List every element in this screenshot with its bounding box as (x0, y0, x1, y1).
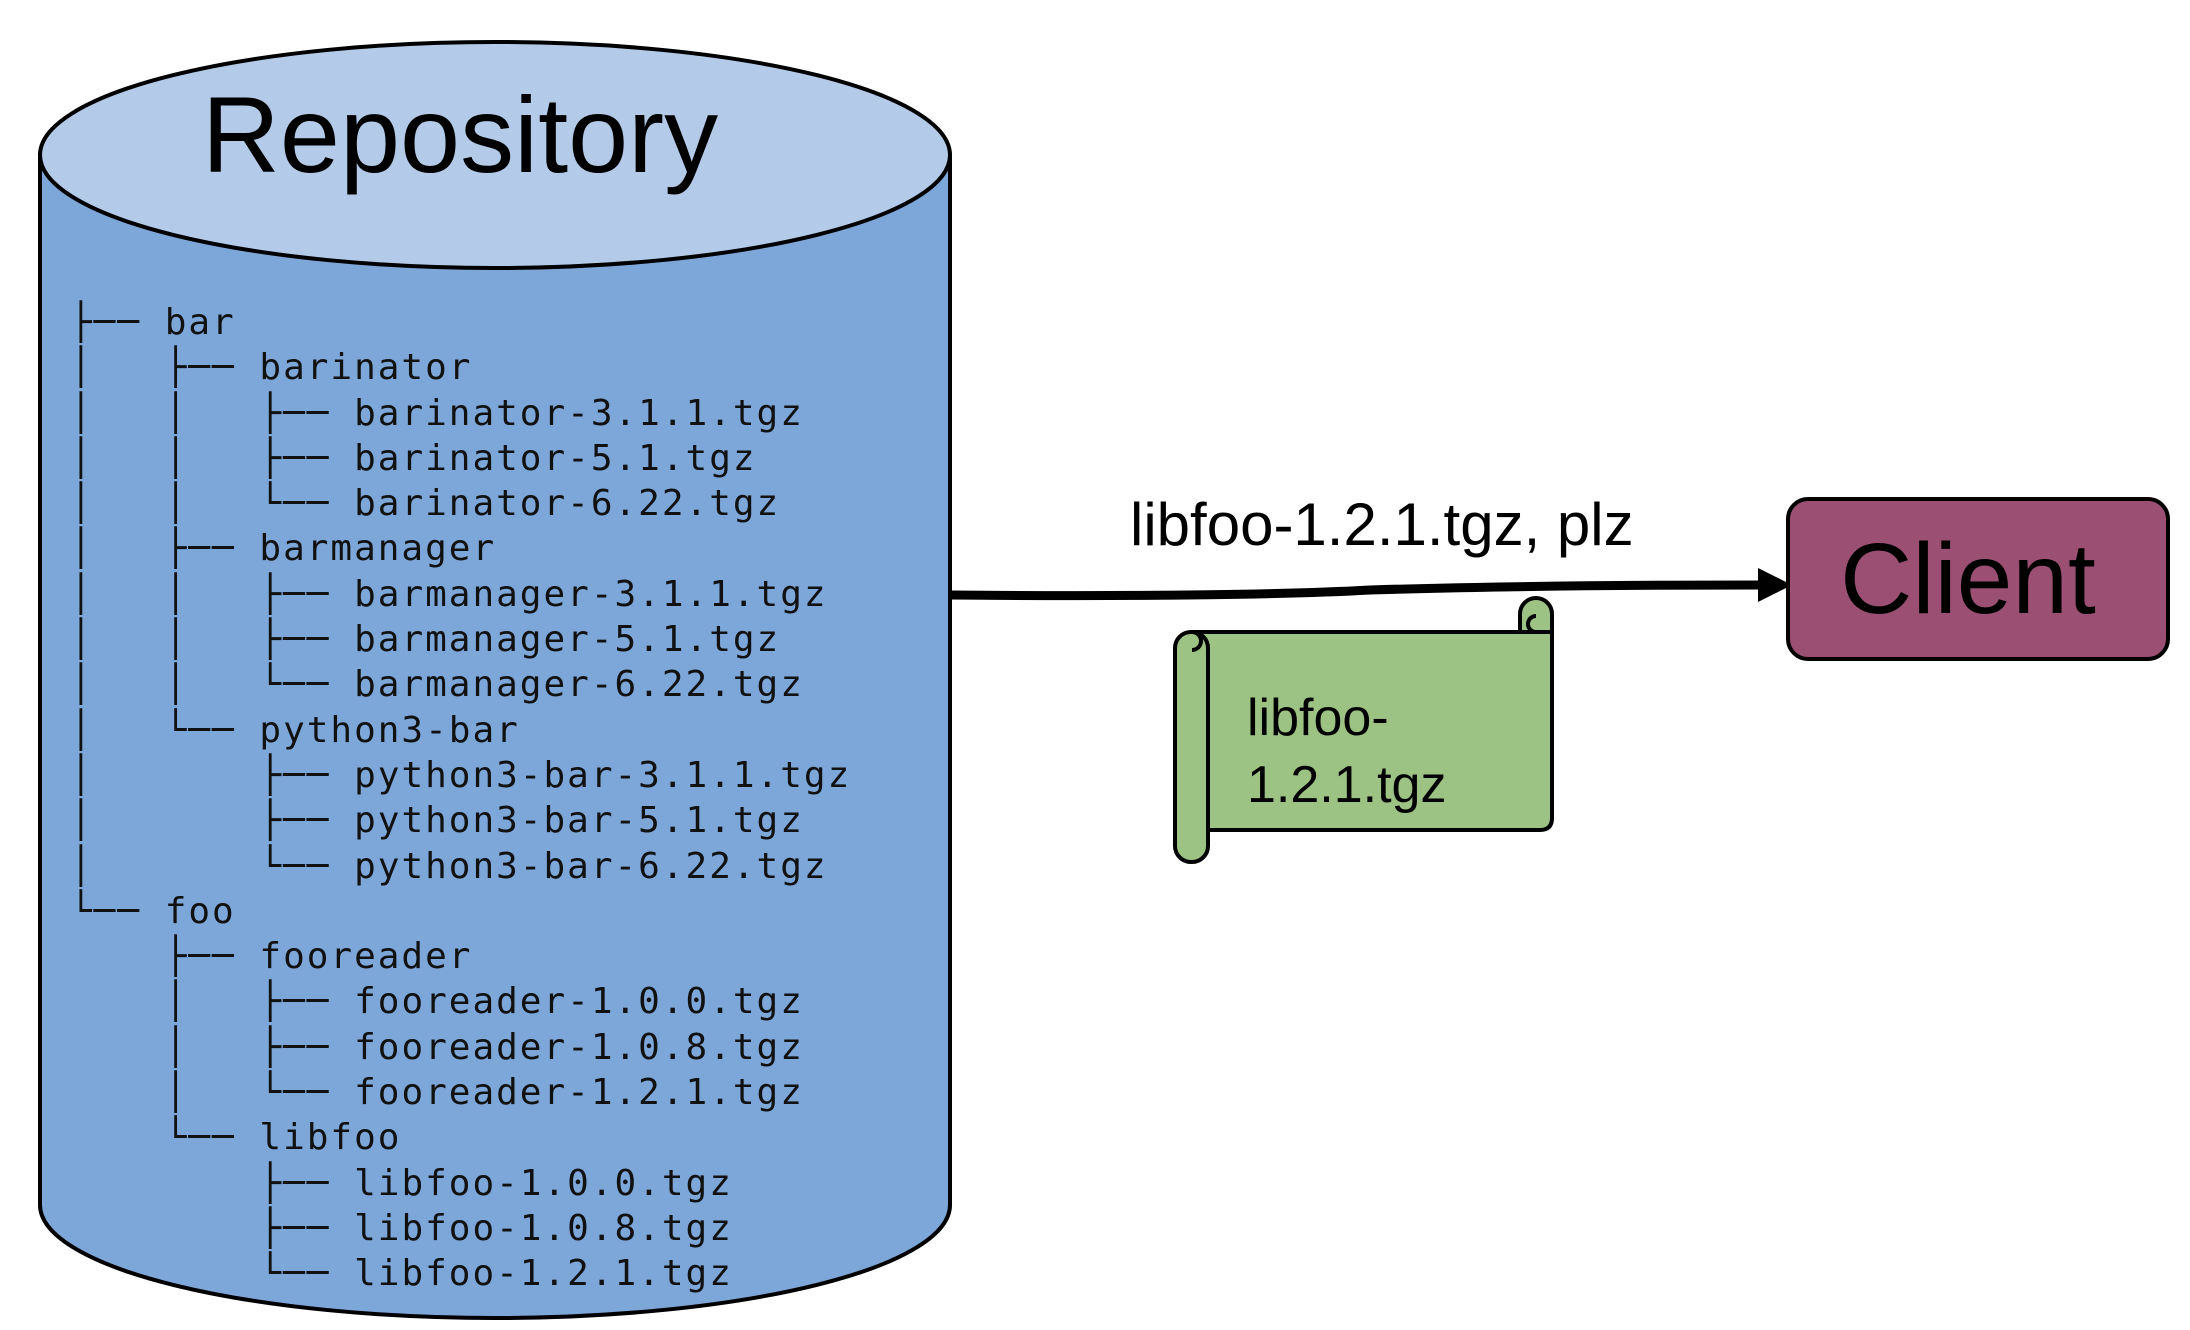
tree-item: └── libfoo (70, 1115, 851, 1160)
tree-item: ├── bar (70, 300, 851, 345)
arrow-line (949, 580, 1761, 601)
tree-item-label: python3-bar-6.22.tgz (354, 845, 828, 887)
tree-item: │ │ ├── barmanager-5.1.tgz (70, 617, 851, 662)
tree-item-label: barmanager (259, 528, 497, 570)
tree-item-label: barinator-6.22.tgz (354, 483, 781, 525)
tree-connector: └── (70, 1253, 355, 1295)
tree-connector: ├── (70, 1162, 355, 1204)
tree-item-label: foo (164, 890, 236, 932)
repository-cylinder: Repository (38, 40, 952, 1320)
tree-item-label: fooreader-1.0.0.tgz (354, 981, 804, 1023)
tree-item: │ │ ├── barinator-5.1.tgz (70, 436, 851, 481)
tree-connector: ├── (70, 302, 165, 343)
tree-item-label: libfoo-1.2.1.tgz (354, 1253, 733, 1295)
tree-connector: │ └── (70, 845, 355, 887)
request-label: libfoo-1.2.1.tgz, plz (1130, 491, 1634, 558)
tree-connector: │ ├── (70, 800, 355, 842)
tree-connector: │ └── (70, 709, 260, 751)
package-scroll: libfoo- 1.2.1.tgz (1173, 596, 1554, 864)
tree-connector: │ └── (70, 1072, 355, 1114)
tree-item: │ │ ├── barmanager-3.1.1.tgz (70, 572, 851, 617)
tree-connector: │ │ ├── (70, 392, 355, 434)
tree-connector: │ │ ├── (70, 573, 355, 615)
tree-item-label: libfoo (259, 1117, 402, 1159)
tree-item: │ ├── barinator (70, 345, 851, 390)
tree-item: │ ├── fooreader-1.0.0.tgz (70, 979, 851, 1024)
tree-item-label: barinator (259, 347, 473, 389)
scroll-body (1189, 630, 1554, 832)
package-label-line1: libfoo- (1247, 689, 1389, 747)
tree-connector: │ ├── (70, 1026, 355, 1068)
cylinder-body (38, 153, 952, 1320)
tree-item: └── libfoo-1.2.1.tgz (70, 1251, 851, 1296)
tree-item-label: barmanager-3.1.1.tgz (354, 573, 828, 615)
tree-connector: │ │ ├── (70, 437, 355, 479)
scroll-left-roll (1173, 630, 1210, 864)
tree-connector: │ │ └── (70, 483, 355, 525)
tree-connector: │ ├── (70, 347, 260, 389)
tree-item-label: barmanager-5.1.tgz (354, 619, 781, 661)
tree-item: │ ├── python3-bar-3.1.1.tgz (70, 753, 851, 798)
tree-connector: │ ├── (70, 754, 355, 796)
tree-item: │ └── python3-bar-6.22.tgz (70, 844, 851, 889)
tree-item-label: barinator-3.1.1.tgz (354, 392, 804, 434)
tree-connector: │ ├── (70, 528, 260, 570)
tree-item: │ ├── barmanager (70, 526, 851, 571)
request-arrow: libfoo-1.2.1.tgz, plz (949, 491, 1792, 602)
tree-connector: └── (70, 1117, 260, 1159)
repository-tree: ├── bar│ ├── barinator│ │ ├── barinator-… (70, 300, 851, 1297)
tree-item: │ ├── fooreader-1.0.8.tgz (70, 1025, 851, 1070)
tree-item: │ │ └── barinator-6.22.tgz (70, 481, 851, 526)
tree-connector: │ │ ├── (70, 619, 355, 661)
tree-item: │ │ ├── barinator-3.1.1.tgz (70, 391, 851, 436)
tree-item-label: fooreader (259, 936, 473, 978)
client-node: Client (1786, 497, 2170, 661)
tree-connector: ├── (70, 1207, 355, 1249)
tree-item-label: barinator-5.1.tgz (354, 437, 757, 479)
package-label-line2: 1.2.1.tgz (1247, 756, 1446, 814)
tree-item-label: barmanager-6.22.tgz (354, 664, 804, 706)
scroll-left-curl (1191, 630, 1203, 652)
cylinder-top (38, 40, 952, 270)
tree-item-label: fooreader-1.0.8.tgz (354, 1026, 804, 1068)
tree-item: ├── libfoo-1.0.8.tgz (70, 1206, 851, 1251)
tree-item-label: libfoo-1.0.8.tgz (354, 1207, 733, 1249)
tree-item: │ │ └── barmanager-6.22.tgz (70, 662, 851, 707)
tree-item: ├── fooreader (70, 934, 851, 979)
tree-item-label: python3-bar (259, 709, 520, 751)
scroll-right-curl (1526, 614, 1537, 634)
client-box (1786, 497, 2170, 661)
tree-item-label: fooreader-1.2.1.tgz (354, 1072, 804, 1114)
tree-item: │ ├── python3-bar-5.1.tgz (70, 798, 851, 843)
tree-connector: │ │ └── (70, 664, 355, 706)
tree-connector: │ ├── (70, 981, 355, 1023)
tree-item: └── foo (70, 889, 851, 934)
tree-item-label: python3-bar-5.1.tgz (354, 800, 804, 842)
tree-item: │ └── fooreader-1.2.1.tgz (70, 1070, 851, 1115)
tree-connector: ├── (70, 936, 260, 978)
tree-item-label: bar (164, 302, 236, 343)
tree-connector: └── (70, 890, 165, 932)
tree-item: │ └── python3-bar (70, 708, 851, 753)
tree-item-label: python3-bar-3.1.1.tgz (354, 754, 852, 796)
tree-item-label: libfoo-1.0.0.tgz (354, 1162, 733, 1204)
tree-item: ├── libfoo-1.0.0.tgz (70, 1161, 851, 1206)
client-label: Client (1840, 523, 2096, 635)
arrow-head (1758, 568, 1792, 602)
repository-title: Repository (202, 74, 718, 195)
